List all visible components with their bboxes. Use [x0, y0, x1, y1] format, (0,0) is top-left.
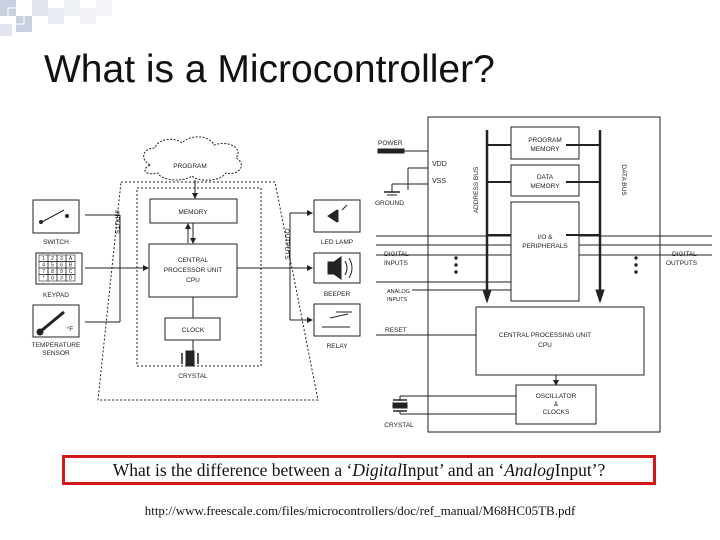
keypad-key: 0 [51, 276, 54, 282]
inputs-label: INPUTS [113, 210, 120, 235]
data-memory-label-1: DATA [537, 174, 554, 181]
right-diagram [376, 116, 712, 433]
keypad-key: 4 [42, 263, 45, 269]
right-cpu-label-1: CENTRAL PROCESSING UNIT [499, 332, 591, 339]
left-cpu-label-2: PROCESSOR UNIT [164, 267, 223, 274]
question-analog: Analog [504, 459, 555, 480]
digital-inputs-label-2: INPUTS [384, 260, 409, 267]
keypad-key: * [43, 276, 45, 282]
program-memory-label-2: MEMORY [530, 146, 560, 153]
program-memory-box [510, 126, 580, 160]
clock-label: CLOCK [182, 327, 205, 334]
keypad-key: A [69, 256, 73, 262]
reset-label: RESET [385, 327, 407, 334]
beeper-box [313, 252, 361, 284]
keypad-key: 3 [60, 256, 63, 262]
microcontroller-diagram: PROGRAM MEMORY CENTRAL PROCESSOR UNIT CP… [32, 116, 712, 433]
question-digital: Digital [352, 459, 402, 480]
io-peripherals-box [510, 201, 580, 302]
keypad-key: C [69, 269, 73, 275]
led-lamp-box [313, 199, 361, 233]
data-memory-label-2: MEMORY [530, 183, 560, 190]
keypad-key-cell [65, 274, 76, 282]
question-text-1: What is the difference between a ‘ [112, 459, 353, 480]
io-label-1: I/O & [538, 234, 553, 241]
oscillator-box [515, 384, 597, 425]
right-crystal-label: CRYSTAL [384, 422, 414, 429]
oscillator-label-2: & [554, 401, 559, 408]
analog-inputs-label-1: ANALOG [387, 289, 410, 295]
memory-label: MEMORY [178, 209, 208, 216]
keypad-key: 2 [51, 256, 54, 262]
switch-icon-box [32, 199, 80, 234]
vdd-label: VDD [432, 161, 447, 168]
question-text-2: Input’ and an ‘ [401, 459, 505, 480]
ground-label: GROUND [375, 200, 404, 207]
left-diagram [32, 136, 361, 401]
address-bus-label: ADDRESS BUS [473, 166, 480, 213]
question-text-3: Input’? [554, 459, 606, 480]
question-box: What is the difference between a ‘Digita… [62, 455, 656, 485]
keypad-label: KEYPAD [43, 292, 69, 299]
chip-outline [427, 116, 661, 433]
keypad-key: 7 [42, 269, 45, 275]
relay-box [313, 303, 361, 337]
keypad-key: 1 [42, 256, 45, 262]
degree-f-label: °F [67, 325, 74, 333]
analog-inputs-label-2: INPUTS [387, 297, 408, 303]
data-bus-label: DATA BUS [620, 164, 627, 196]
decorative-corner-squares [0, 0, 112, 36]
right-cpu-box [475, 306, 645, 376]
io-label-2: PERIPHERALS [522, 243, 568, 250]
right-cpu-label-2: CPU [538, 342, 552, 349]
keypad-key: 6 [60, 263, 63, 269]
keypad-key: B [69, 263, 73, 269]
relay-label: RELAY [327, 343, 348, 350]
power-label: POWER [378, 140, 403, 147]
keypad-key: 5 [51, 263, 54, 269]
program-cloud-label: PROGRAM [173, 163, 207, 170]
left-cpu-label-3: CPU [186, 277, 200, 284]
digital-outputs-label-2: OUTPUTS [666, 260, 698, 267]
source-url: http://www.freescale.com/files/microcont… [144, 503, 576, 518]
data-memory-box [510, 164, 580, 197]
keypad-key: D [69, 276, 73, 282]
keypad-key: 8 [51, 269, 54, 275]
digital-inputs-label-1: DIGITAL [384, 251, 409, 258]
switch-label: SWITCH [43, 239, 69, 246]
oscillator-label-1: OSCILLATOR [536, 393, 577, 400]
digital-outputs-label-1: DIGITAL [672, 251, 697, 258]
slide-title: What is a Microcontroller? [44, 48, 495, 91]
led-lamp-label: LED LAMP [321, 239, 353, 246]
keypad-key: # [60, 276, 63, 282]
left-crystal-label: CRYSTAL [178, 373, 208, 380]
vss-label: VSS [432, 178, 446, 185]
oscillator-label-3: CLOCKS [543, 409, 570, 416]
outputs-label: OUTPUTS [283, 228, 290, 260]
temp-sensor-label-2: SENSOR [42, 350, 70, 357]
program-memory-label-1: PROGRAM [528, 137, 562, 144]
keypad-box [35, 252, 83, 285]
left-cpu-label-1: CENTRAL [178, 257, 209, 264]
temp-sensor-label-1: TEMPERATURE [32, 342, 81, 349]
beeper-label: BEEPER [324, 291, 351, 298]
keypad-key: 9 [60, 269, 63, 275]
